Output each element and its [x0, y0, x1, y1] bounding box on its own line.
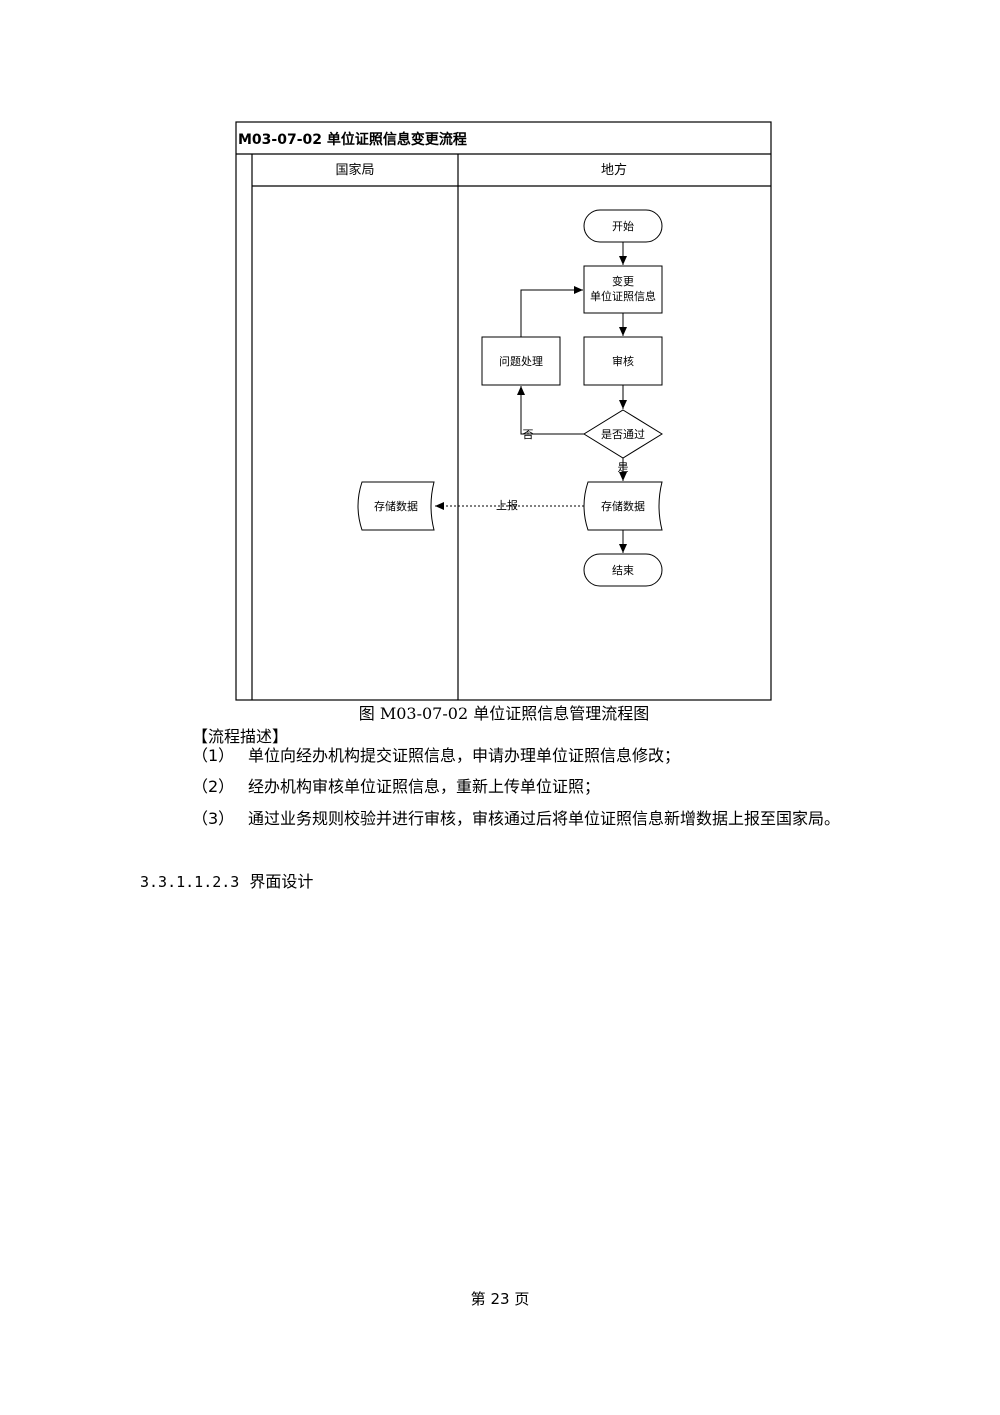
section-title: 界面设计 — [249, 872, 314, 891]
store-data-national-label: 存储数据 — [374, 499, 418, 513]
lane-national-label: 国家局 — [335, 162, 374, 178]
change-info-label-2: 单位证照信息 — [590, 289, 656, 303]
store-data-national-node — [357, 481, 435, 531]
lane-local-label: 地方 — [601, 162, 627, 178]
process-step: （1） 单位向经办机构提交证照信息，申请办理单位证照信息修改； — [192, 740, 862, 772]
diagram-frame — [235, 121, 772, 701]
step-number: （3） — [192, 809, 235, 828]
figure-caption: 图 M03-07-02 单位证照信息管理流程图 — [358, 704, 650, 723]
problem-handling-node — [481, 336, 561, 386]
problem-handling-label: 问题处理 — [499, 355, 543, 368]
page-footer: 第 23 页 — [0, 1288, 1000, 1309]
step-text: 经办机构审核单位证照信息，重新上传单位证照； — [248, 777, 601, 796]
arrow-problem-change — [520, 286, 583, 337]
edge-label-yes: 是 — [618, 461, 629, 474]
store-data-local-node — [583, 481, 663, 531]
end-node — [583, 553, 663, 587]
store-data-local-label: 存储数据 — [601, 499, 645, 513]
diagram-title: M03-07-02 单位证照信息变更流程 — [238, 131, 467, 148]
step-text: 单位向经办机构提交证照信息，申请办理单位证照信息修改； — [248, 746, 681, 765]
process-step: （3） 通过业务规则校验并进行审核，审核通过后将单位证照信息新增数据上报至国家局… — [192, 803, 862, 835]
arrow-decision-no — [517, 386, 584, 435]
flowchart: M03-07-02 单位证照信息变更流程 国家局 地方 开始 变更 单位证照信息… — [235, 121, 772, 701]
edge-label-report: 上报 — [496, 498, 518, 512]
process-step: （2） 经办机构审核单位证照信息，重新上传单位证照； — [192, 771, 862, 803]
step-number: （1） — [192, 746, 235, 765]
footer-suffix: 页 — [514, 1290, 530, 1308]
process-description-label: 【流程描述】 — [192, 727, 289, 746]
change-info-label-1: 变更 — [612, 274, 634, 288]
end-label: 结束 — [612, 564, 634, 577]
step-number: （2） — [192, 777, 235, 796]
footer-prefix: 第 — [470, 1290, 486, 1308]
section-number: 3.3.1.1.2.3 — [140, 873, 240, 891]
review-label: 审核 — [612, 354, 634, 368]
review-node — [583, 336, 663, 386]
decision-label: 是否通过 — [601, 428, 645, 441]
page-number: 23 — [490, 1290, 510, 1308]
step-text: 通过业务规则校验并进行审核，审核通过后将单位证照信息新增数据上报至国家局。 — [248, 809, 841, 828]
section-heading: 3.3.1.1.2.3 界面设计 — [140, 870, 313, 894]
start-label: 开始 — [612, 219, 634, 233]
edge-label-no: 否 — [523, 428, 534, 441]
